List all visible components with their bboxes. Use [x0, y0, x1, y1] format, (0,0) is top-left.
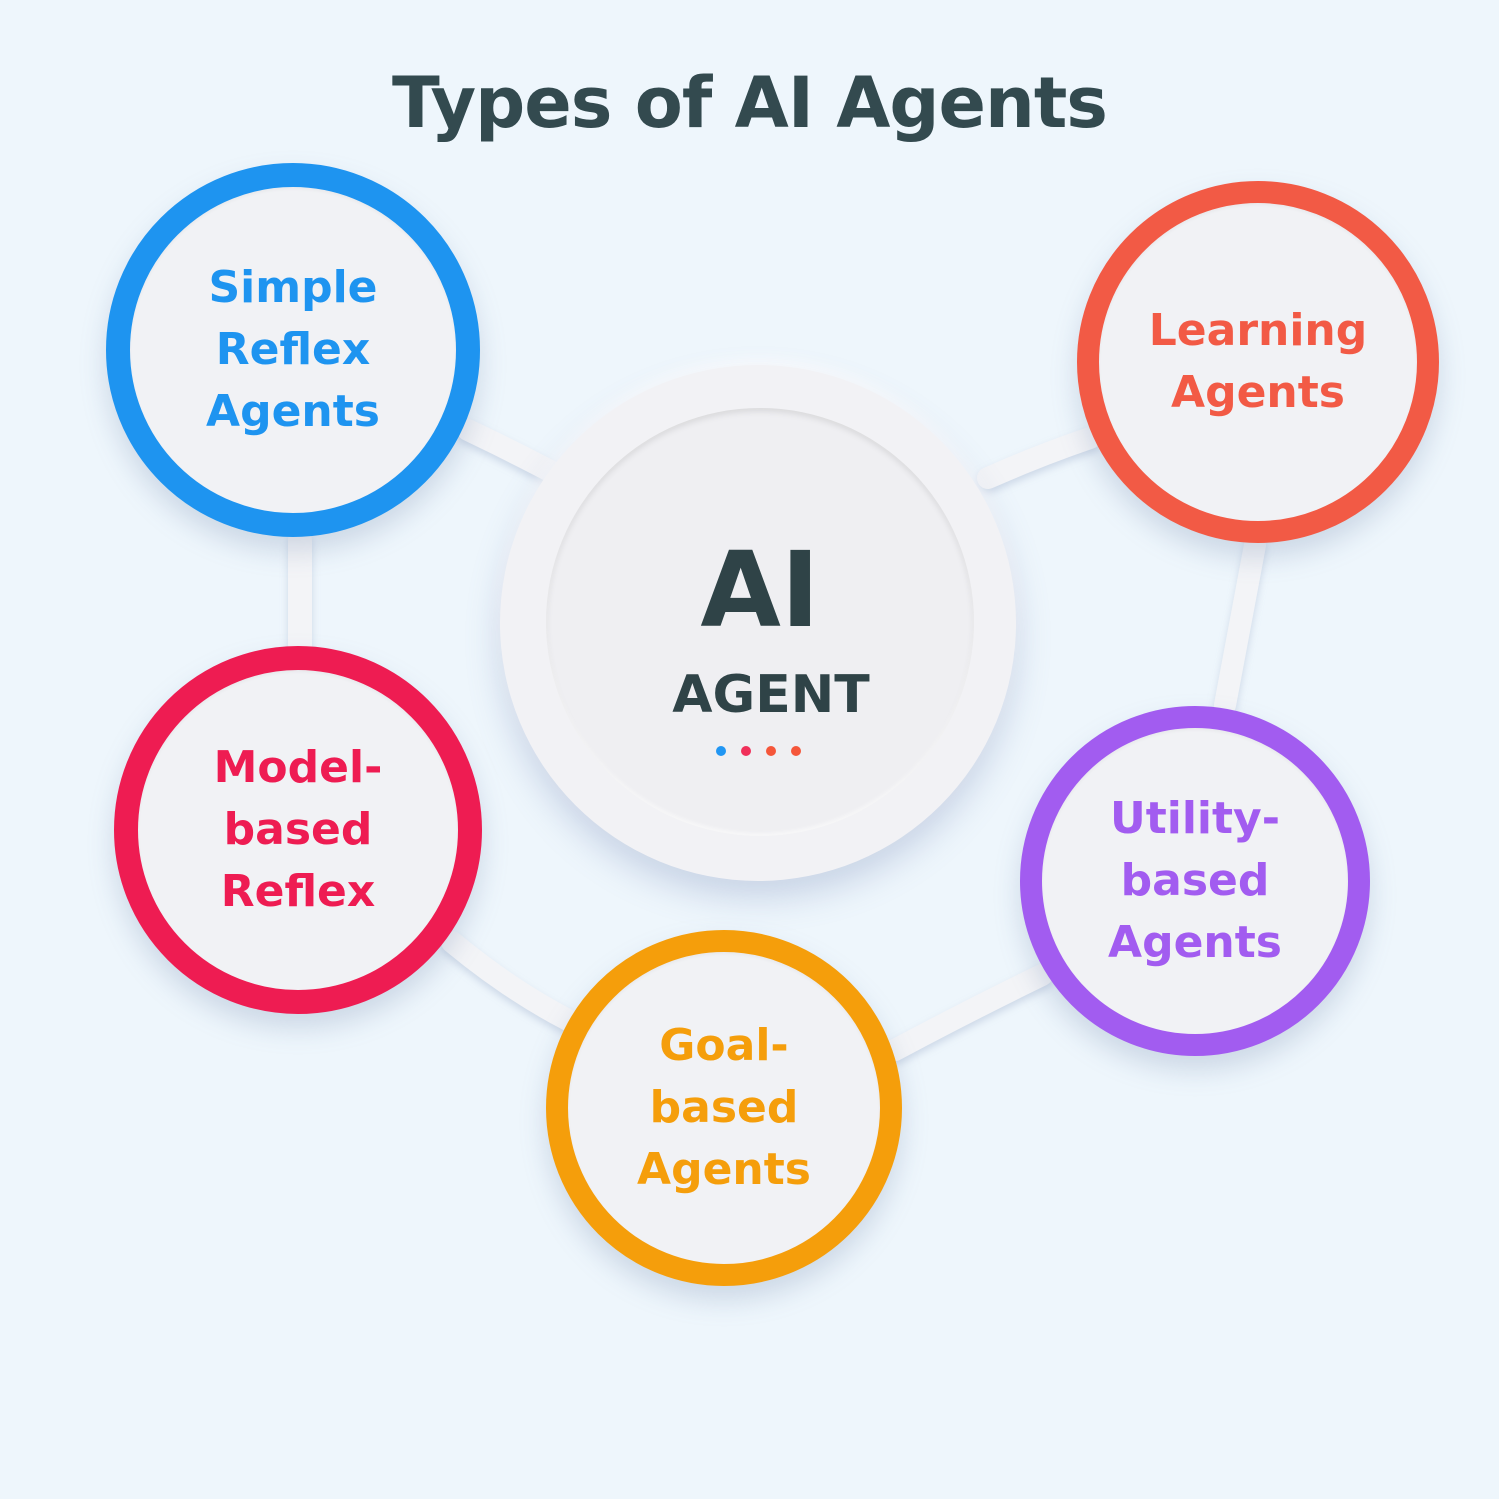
node-label-line: Goal-	[659, 1020, 789, 1071]
node-utility-based-agents: Utility- based Agents	[1020, 706, 1370, 1056]
node-label-line: Reflex	[220, 866, 376, 917]
connector-simple-center	[457, 419, 563, 483]
connector-learning-utility	[1214, 534, 1266, 716]
center-dot-2	[741, 746, 751, 756]
center-agent-inner-disc	[546, 408, 974, 836]
node-label-line: Reflex	[215, 324, 371, 375]
node-simple-reflex-agents: Simple Reflex Agents	[106, 163, 480, 537]
node-label-line: Utility-	[1110, 793, 1280, 844]
page-title: Types of AI Agents	[392, 62, 1108, 144]
center-agent-title: AI	[700, 529, 820, 651]
connector-model-goal	[441, 931, 579, 1031]
node-goal-based-agents: Goal- based Agents	[546, 930, 902, 1286]
node-label-line: Simple	[208, 262, 378, 313]
node-learning-agents: Learning Agents	[1077, 181, 1439, 543]
node-model-based-reflex: Model- based Reflex	[114, 646, 482, 1014]
node-label-line: Learning	[1148, 305, 1368, 356]
center-dot-4	[791, 746, 801, 756]
node-label-line: based	[223, 804, 373, 855]
node-label-line: Agents	[1171, 367, 1345, 418]
connector-goal-utility	[884, 964, 1053, 1061]
node-label-line: Agents	[1108, 917, 1282, 968]
center-dot-3	[766, 746, 776, 756]
center-agent-subtitle: AGENT	[672, 665, 870, 725]
center-dot-1	[716, 746, 726, 756]
node-label-line: Agents	[206, 386, 380, 437]
connector-learning-center	[977, 427, 1101, 489]
node-label-line: Agents	[637, 1144, 811, 1195]
node-label-line: based	[1120, 855, 1270, 906]
node-label-line: Model-	[213, 742, 383, 793]
center-agent-dots	[716, 746, 801, 756]
node-label-line: based	[649, 1082, 799, 1133]
